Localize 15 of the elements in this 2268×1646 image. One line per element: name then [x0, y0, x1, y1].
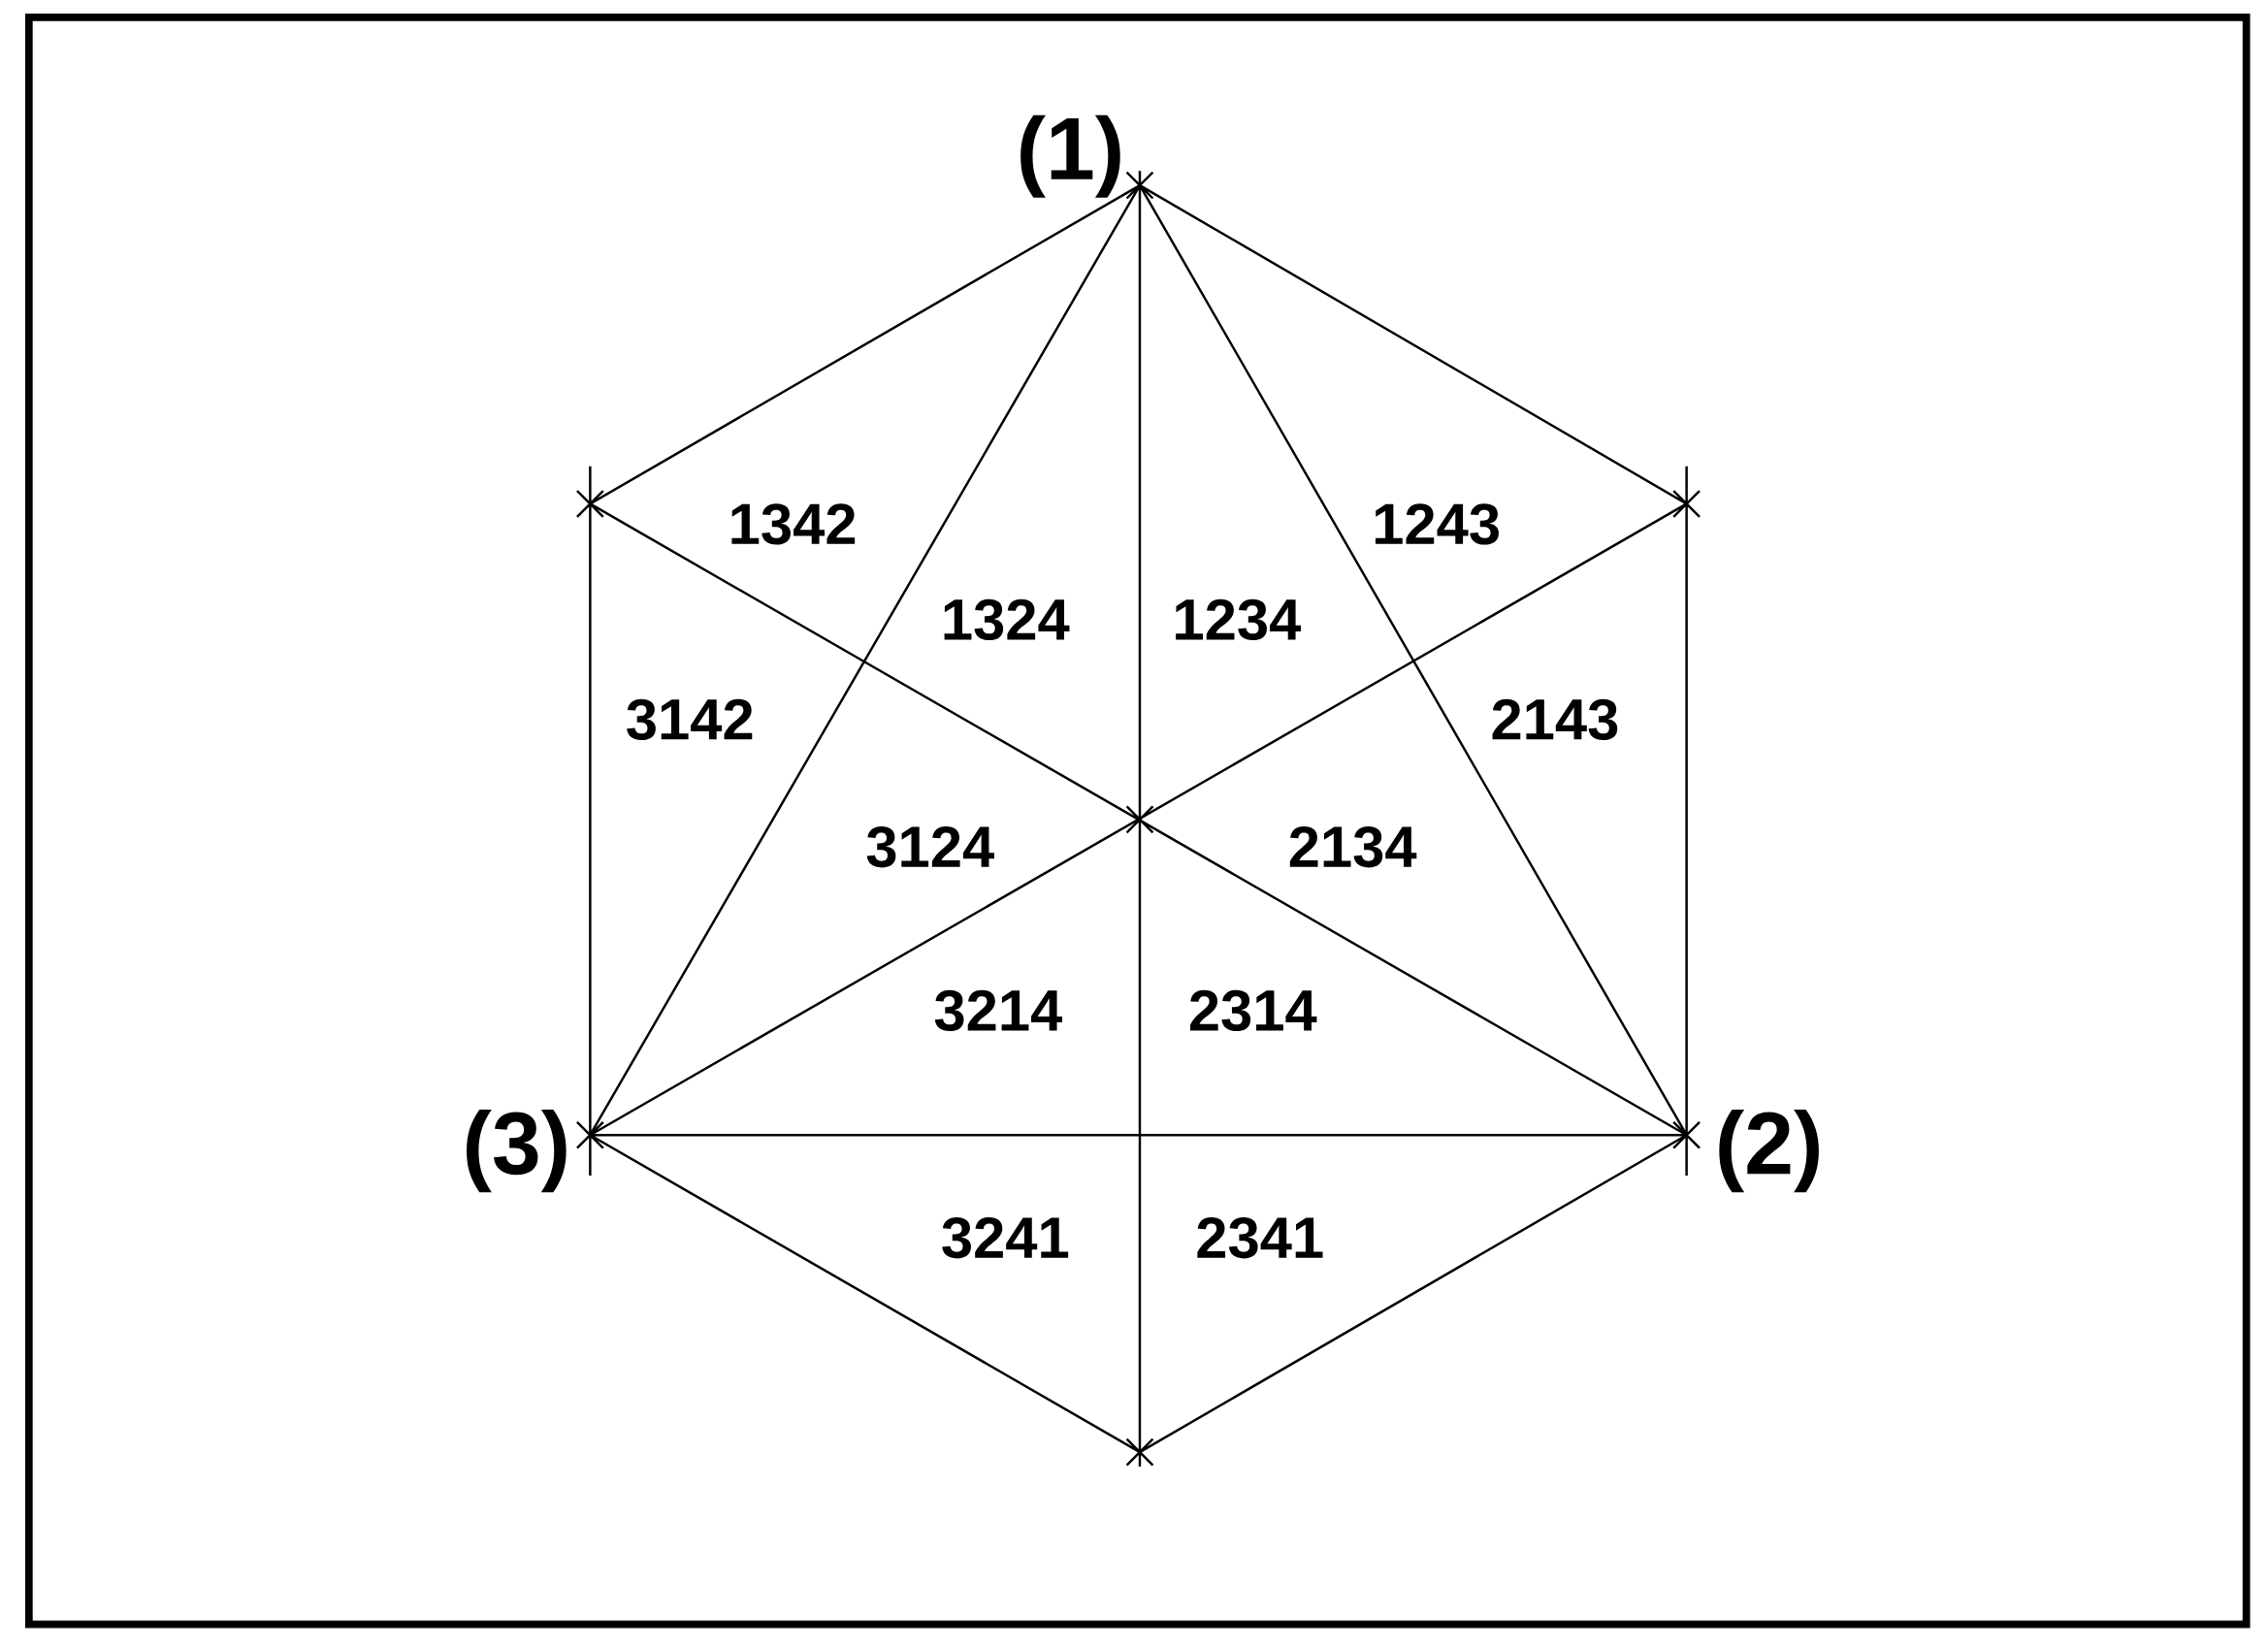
- region-label: 2314: [1189, 989, 1317, 1031]
- region-label: 1234: [1176, 598, 1301, 640]
- region-label: 1324: [944, 598, 1070, 640]
- vertex-label: (2): [1719, 1110, 1819, 1193]
- region-label: 3214: [934, 989, 1062, 1031]
- region-label: 2341: [1197, 1216, 1323, 1259]
- region-label: 1243: [1375, 503, 1499, 545]
- region-label: 3142: [627, 698, 753, 740]
- region-label: 1342: [731, 503, 856, 545]
- vertex-label: (3): [467, 1110, 567, 1193]
- region-label: 2134: [1289, 825, 1417, 868]
- region-label: 3241: [942, 1216, 1069, 1259]
- region-label: 2143: [1492, 698, 1618, 740]
- vertex-label: (1): [1021, 114, 1120, 198]
- region-label: 3124: [866, 825, 994, 868]
